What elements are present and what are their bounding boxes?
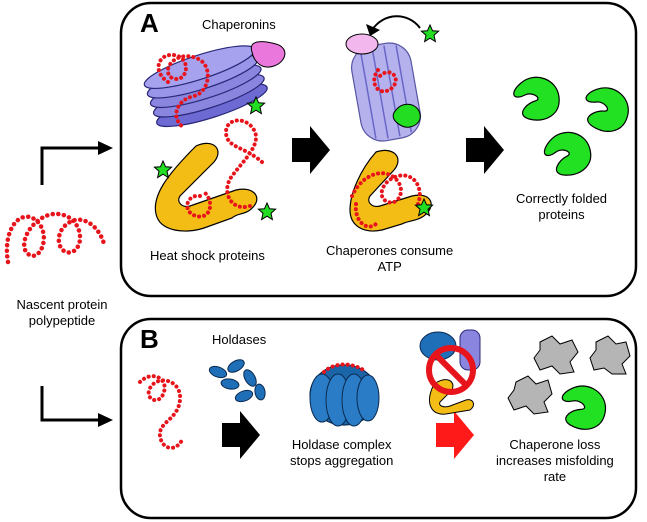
correctly-folded-label: Correctly folded proteins (516, 191, 608, 222)
nascent-polypeptide (4, 211, 107, 265)
panel-a-letter: A (140, 8, 159, 38)
folded-protein (576, 80, 636, 138)
panel-b-letter: B (140, 324, 159, 354)
folded-protein (513, 76, 560, 121)
unfolded-polypeptide-b (138, 374, 184, 450)
atp-star-icon (153, 160, 173, 179)
hsp-polypeptide (185, 118, 264, 219)
chaperonin-upright-polypeptide (372, 68, 398, 94)
hsp-consuming-polypeptide (350, 171, 422, 229)
holdase-complex (309, 362, 380, 427)
atp-star-icon (257, 202, 277, 221)
holdase-complex-label: Holdase complex stops aggregation (290, 437, 394, 468)
folded-protein (554, 380, 612, 435)
holdases-label: Holdases (212, 332, 267, 347)
process-arrow-3 (222, 411, 260, 459)
chaperonins-label: Chaperonins (202, 17, 276, 32)
connector-to-panel-a (40, 141, 113, 185)
folded-protein (541, 128, 595, 180)
atp-exchange-arrow (366, 15, 421, 36)
atp-star-icon (420, 24, 440, 43)
chaperonin-upright-lid (345, 33, 379, 55)
chaperonin-polypeptide (156, 52, 210, 130)
inhibited-chaperones (419, 329, 481, 415)
connector-to-panel-b (40, 386, 113, 427)
process-arrow-1 (292, 126, 330, 174)
chaperonin-lid (250, 41, 286, 68)
consume-atp-label: Chaperones consume ATP (326, 243, 454, 274)
hsp-clamp (154, 142, 258, 232)
folding-protein (392, 103, 421, 128)
panel-b-frame (119, 317, 638, 520)
red-process-arrow (436, 411, 474, 459)
chaperone-loss-label: Chaperone loss increases misfolding rate (496, 437, 614, 484)
process-arrow-2 (466, 126, 504, 174)
nascent-label: Nascent protein polypeptide (16, 297, 108, 328)
panel-a-frame (119, 1, 638, 298)
heat-shock-label: Heat shock proteins (150, 248, 265, 263)
holdase-subunits (208, 359, 266, 403)
misfolded-proteins (507, 335, 631, 415)
